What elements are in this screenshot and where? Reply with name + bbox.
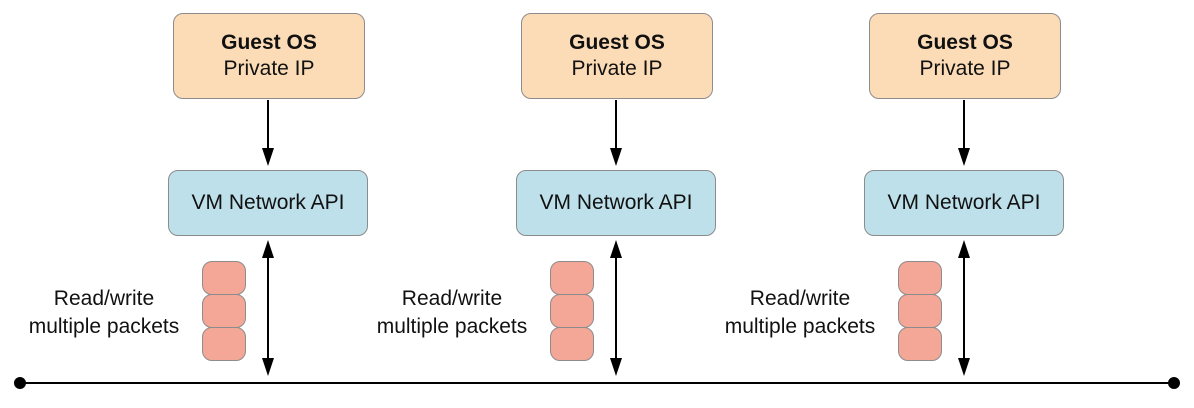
guest-os-subtitle: Private IP — [571, 57, 663, 80]
guest-os-subtitle: Private IP — [223, 57, 315, 80]
arrowhead-up-1 — [262, 240, 274, 258]
packets-label-line1: Read/write — [401, 287, 503, 310]
vm-network-api-box-1: VM Network API — [168, 170, 368, 236]
packet-1-1 — [202, 261, 246, 295]
arrowhead-down-2 — [610, 148, 622, 166]
packet-2-1 — [550, 261, 594, 295]
packets-label-3: Read/write multiple packets — [710, 285, 890, 341]
packets-label-line1: Read/write — [749, 287, 851, 310]
guest-os-title: Guest OS — [569, 31, 665, 54]
arrowhead-up-3 — [958, 240, 970, 258]
packets-label-line2: multiple packets — [376, 315, 528, 338]
guest-os-box-2: Guest OS Private IP — [521, 13, 713, 99]
guest-os-title: Guest OS — [917, 31, 1013, 54]
packets-label-line2: multiple packets — [28, 315, 180, 338]
bus-endpoint-left — [14, 377, 26, 389]
packets-label-1: Read/write multiple packets — [14, 285, 194, 341]
packets-label-line2: multiple packets — [724, 315, 876, 338]
packet-3-2 — [898, 294, 942, 328]
packets-label-2: Read/write multiple packets — [362, 285, 542, 341]
guest-os-box-3: Guest OS Private IP — [869, 13, 1061, 99]
packet-2-3 — [550, 327, 594, 361]
arrowhead-up-2 — [610, 240, 622, 258]
guest-os-subtitle: Private IP — [919, 57, 1011, 80]
packet-2-2 — [550, 294, 594, 328]
guest-os-box-1: Guest OS Private IP — [173, 13, 365, 99]
arrowhead-down-3 — [958, 148, 970, 166]
packet-1-2 — [202, 294, 246, 328]
packet-1-3 — [202, 327, 246, 361]
guest-os-title: Guest OS — [221, 31, 317, 54]
vm-network-api-box-3: VM Network API — [864, 170, 1064, 236]
packet-3-3 — [898, 327, 942, 361]
vm-network-api-box-2: VM Network API — [516, 170, 716, 236]
packets-label-line1: Read/write — [53, 287, 155, 310]
packet-3-1 — [898, 261, 942, 295]
arrowhead-down-bus-1 — [262, 358, 274, 376]
arrowhead-down-1 — [262, 148, 274, 166]
arrowhead-down-bus-2 — [610, 358, 622, 376]
bus-endpoint-right — [1168, 377, 1180, 389]
arrowhead-down-bus-3 — [958, 358, 970, 376]
